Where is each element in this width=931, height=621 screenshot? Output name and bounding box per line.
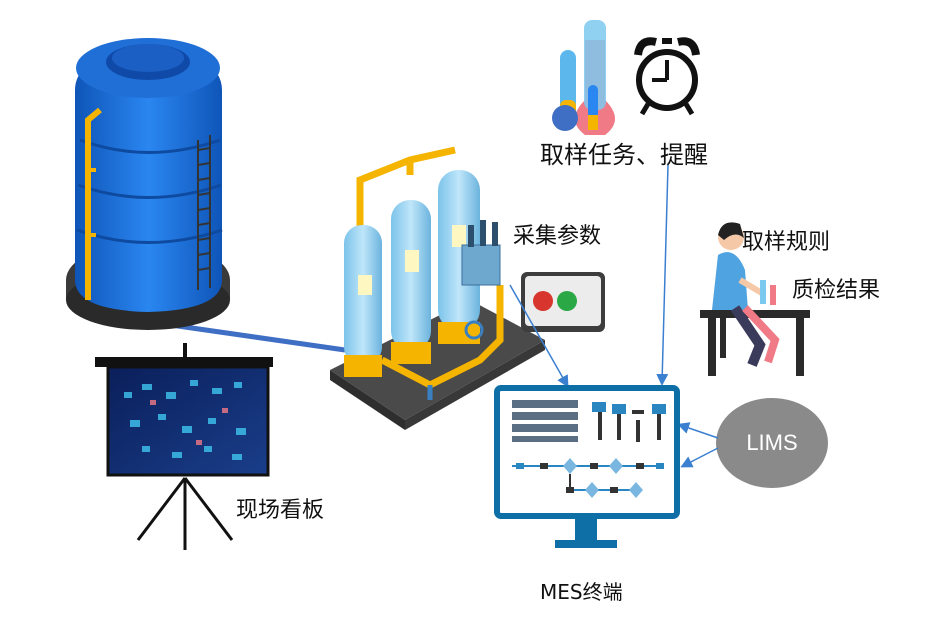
label-mes-terminal: MES终端	[540, 580, 623, 604]
label-sampling-rules: 取样规则	[742, 230, 831, 255]
flask-icon	[552, 20, 615, 135]
mes-terminal-icon[interactable]	[494, 385, 680, 548]
arrow-lims-to-mes-2	[680, 447, 719, 468]
arrow-task-to-mes	[656, 164, 669, 386]
control-box-icon	[521, 272, 605, 332]
lims-node[interactable]	[716, 398, 828, 488]
arrow-collect-to-mes	[509, 284, 569, 388]
label-collect-parameters: 采集参数	[513, 224, 602, 249]
water-tank-icon	[66, 38, 230, 330]
label-lims: LIMS	[746, 430, 798, 455]
sampling-equipment-icon	[330, 146, 545, 430]
label-onsite-board: 现场看板	[236, 498, 325, 523]
label-sampling-task-reminder: 取样任务、提醒	[540, 141, 708, 169]
lab-technician-icon	[700, 222, 810, 376]
label-qc-result: 质检结果	[792, 278, 881, 303]
alarm-clock-icon	[634, 37, 700, 116]
onsite-board-icon[interactable]	[95, 343, 273, 550]
arrow-lims-to-mes-1	[677, 422, 719, 439]
